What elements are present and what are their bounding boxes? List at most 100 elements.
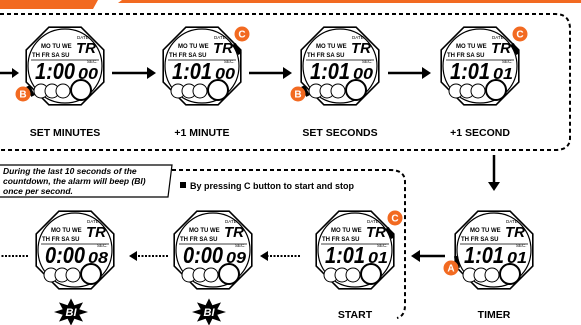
subdial-3 xyxy=(192,83,208,99)
watch-button-c xyxy=(232,42,242,56)
date-label: DATE xyxy=(77,35,89,40)
watch-caption: SET SECONDS xyxy=(302,127,377,139)
button-marker-label: B xyxy=(294,90,301,101)
date-value: TR xyxy=(491,40,511,57)
seconds-digits: 00 xyxy=(78,66,98,83)
watch-caption: SET MINUTES xyxy=(30,127,101,139)
date-value: TR xyxy=(224,224,244,241)
subdial-large xyxy=(80,263,102,285)
beep-label: BI xyxy=(66,307,78,319)
main-digits: 1:01 xyxy=(325,242,365,268)
note-line-2: countdown, the alarm will beep (BI) xyxy=(3,176,146,186)
subdial-3 xyxy=(65,267,81,283)
week-days-bottom: TH FR SA SU xyxy=(307,53,344,59)
main-digits: 0:00 xyxy=(45,242,85,268)
date-label: DATE xyxy=(225,219,237,224)
top-row-dashed-border xyxy=(0,13,571,151)
seconds-digits: 01 xyxy=(493,66,513,83)
main-digits: 1:01 xyxy=(310,58,350,84)
button-marker-label: C xyxy=(391,214,398,225)
main-digits: 1:01 xyxy=(172,58,212,84)
seconds-label: SEC. xyxy=(502,59,513,64)
watch-caption: +1 MINUTE xyxy=(174,127,229,139)
watch-button-c xyxy=(510,42,520,56)
watch-caption: TIMER xyxy=(478,309,511,321)
week-days-top: MO TU WE xyxy=(51,228,82,234)
seconds-label: SEC. xyxy=(362,59,373,64)
date-label: DATE xyxy=(492,35,504,40)
week-days-bottom: TH FR SA SU xyxy=(169,53,206,59)
header-tab-right xyxy=(118,0,581,3)
subdial-3 xyxy=(484,267,500,283)
subdial-large xyxy=(70,79,92,101)
week-days-top: MO TU WE xyxy=(41,44,72,50)
watch-caption: +1 SECOND xyxy=(450,127,510,139)
date-label: DATE xyxy=(87,219,99,224)
subdial-3 xyxy=(345,267,361,283)
button-marker-c xyxy=(234,26,250,42)
seconds-label: SEC. xyxy=(87,59,98,64)
main-digits: 1:01 xyxy=(464,242,504,268)
date-value: TR xyxy=(76,40,96,57)
week-days-bottom: TH FR SA SU xyxy=(322,237,359,243)
week-days-top: MO TU WE xyxy=(331,228,362,234)
button-marker-a xyxy=(443,260,459,276)
button-marker-c xyxy=(387,210,403,226)
note-line-1: During the last 10 seconds of the xyxy=(3,166,137,176)
bottom-row-dashed-border xyxy=(172,169,406,319)
main-digits: 0:00 xyxy=(183,242,223,268)
subdial-large xyxy=(499,263,521,285)
main-digits: 1:01 xyxy=(450,58,490,84)
date-label: DATE xyxy=(214,35,226,40)
seconds-digits: 01 xyxy=(368,250,388,267)
week-days-top: MO TU WE xyxy=(316,44,347,50)
watch-button-c xyxy=(385,226,395,240)
seconds-digits: 08 xyxy=(88,250,108,267)
button-marker-b xyxy=(15,86,31,102)
week-days-bottom: TH FR SA SU xyxy=(42,237,79,243)
arrow-2-to-3 xyxy=(249,67,292,79)
watch-button-b xyxy=(26,85,35,97)
week-days-bottom: TH FR SA SU xyxy=(32,53,69,59)
button-marker-c xyxy=(512,26,528,42)
subdial-3 xyxy=(203,267,219,283)
seconds-label: SEC. xyxy=(97,243,108,248)
date-label: DATE xyxy=(367,219,379,224)
arrow-entry xyxy=(0,68,19,78)
seconds-digits: 00 xyxy=(353,66,373,83)
button-marker-label: C xyxy=(238,30,245,41)
seconds-label: SEC. xyxy=(516,243,527,248)
date-label: DATE xyxy=(506,219,518,224)
arrow-start-to-09 xyxy=(260,251,300,261)
press-note: By pressing C button to start and stop xyxy=(190,181,355,191)
seconds-digits: 00 xyxy=(215,66,235,83)
button-marker-label: C xyxy=(516,30,523,41)
main-digits: 1:00 xyxy=(35,58,75,84)
beep-burst xyxy=(192,298,226,325)
button-marker-b xyxy=(290,86,306,102)
arrow-down-to-timer xyxy=(488,155,500,191)
header-tab-left xyxy=(0,0,98,9)
week-days-bottom: TH FR SA SU xyxy=(447,53,484,59)
subdial-large xyxy=(345,79,367,101)
button-marker-label: B xyxy=(19,90,26,101)
arrow-3-to-4 xyxy=(388,67,431,79)
week-days-bottom: TH FR SA SU xyxy=(180,237,217,243)
arrow-1-to-2 xyxy=(112,67,156,79)
date-value: TR xyxy=(213,40,233,57)
week-days-top: MO TU WE xyxy=(456,44,487,50)
subdial-large xyxy=(360,263,382,285)
week-days-top: MO TU WE xyxy=(470,228,501,234)
week-days-bottom: TH FR SA SU xyxy=(461,237,498,243)
arrow-09-to-08 xyxy=(129,251,168,261)
watch-caption: START xyxy=(338,309,373,321)
date-value: TR xyxy=(505,224,525,241)
subdial-3 xyxy=(55,83,71,99)
